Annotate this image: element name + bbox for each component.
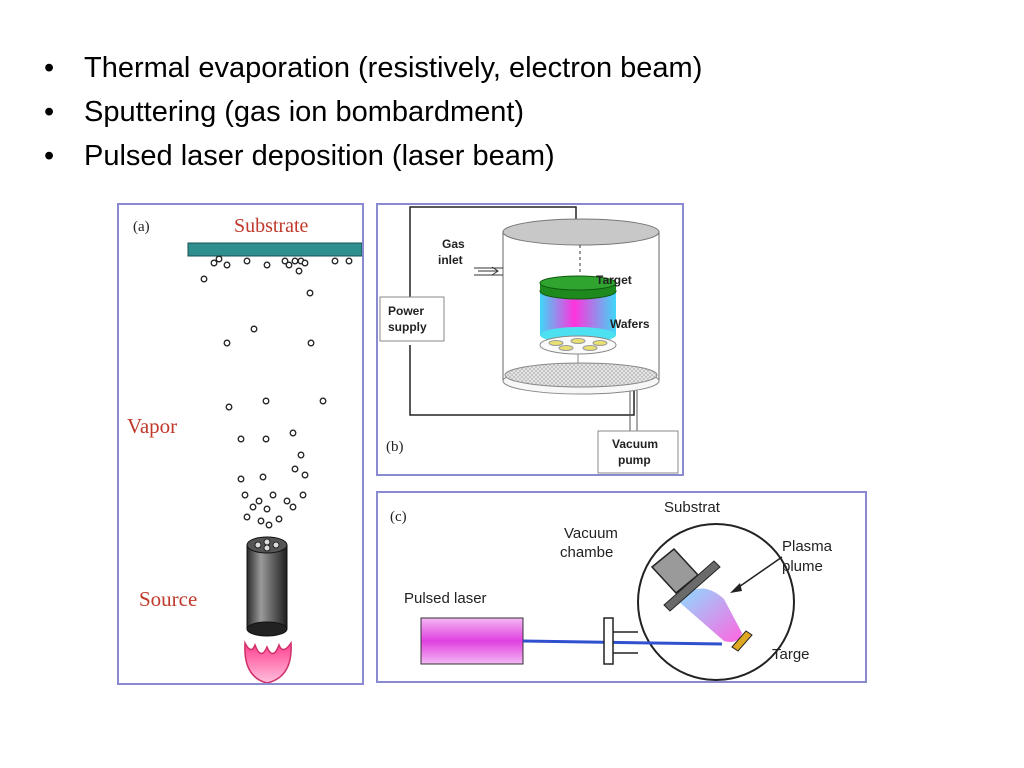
vapor-particle bbox=[331, 257, 339, 265]
substrate-label: Substrate bbox=[234, 215, 309, 237]
vapor-particle bbox=[259, 473, 267, 481]
plasma-plume bbox=[678, 588, 742, 642]
substrat-label: Substrat bbox=[664, 499, 721, 516]
vapor-particle bbox=[241, 491, 249, 499]
evaporation-panel: (a) Substrate Vapor Source bbox=[117, 203, 364, 685]
vapor-particle bbox=[283, 497, 291, 505]
vapor-particle bbox=[289, 429, 297, 437]
vapor-particle bbox=[306, 289, 314, 297]
vapor-particle bbox=[299, 491, 307, 499]
vapor-particle bbox=[345, 257, 353, 265]
target-label: Target bbox=[596, 273, 632, 287]
bullet-text: Thermal evaporation (resistively, electr… bbox=[84, 52, 703, 84]
sputter-target bbox=[539, 275, 617, 343]
bullet-item: • Pulsed laser deposition (laser beam) bbox=[44, 134, 702, 178]
source-label: Source bbox=[139, 587, 197, 611]
power-supply-label-line1: Power bbox=[388, 304, 424, 318]
vapor-particle bbox=[275, 515, 283, 523]
gas-inlet-label-line1: Gas bbox=[442, 237, 465, 251]
target-pellet bbox=[731, 630, 753, 652]
laser-beam bbox=[522, 639, 723, 646]
panel-b-tag: (b) bbox=[386, 439, 404, 455]
vapor-particle bbox=[210, 259, 218, 267]
flame-icon bbox=[244, 640, 292, 683]
vacuum-chamber-label-line2: chambe bbox=[560, 544, 613, 561]
vapor-particle bbox=[291, 257, 299, 265]
plume-pointer-line bbox=[735, 556, 783, 590]
bullet-dot: • bbox=[44, 140, 55, 172]
vacuum-chamber-label-line1: Vacuum bbox=[564, 525, 618, 542]
vapor-particle bbox=[200, 275, 208, 283]
bullet-item: • Sputtering (gas ion bombardment) bbox=[44, 90, 702, 134]
vapor-particle bbox=[301, 259, 309, 267]
vapor-particle bbox=[319, 397, 327, 405]
plume-pointer-arrow-icon bbox=[730, 583, 742, 593]
vapor-particle bbox=[223, 261, 231, 269]
vapor-particle bbox=[263, 505, 271, 513]
bullet-item: • Thermal evaporation (resistively, elect… bbox=[44, 46, 702, 90]
source-crucible bbox=[246, 536, 288, 637]
vapor-particle bbox=[223, 339, 231, 347]
bullet-text: Pulsed laser deposition (laser beam) bbox=[84, 140, 555, 172]
vapor-particle bbox=[289, 503, 297, 511]
vapor-particle bbox=[269, 491, 277, 499]
vapor-particle bbox=[307, 339, 315, 347]
vapor-particle bbox=[257, 517, 265, 525]
plasma-plume-label-line1: Plasma bbox=[782, 538, 833, 555]
vapor-particle bbox=[255, 497, 263, 505]
gas-inlet-arrow-icon bbox=[478, 266, 499, 276]
target-label: Targe bbox=[772, 646, 810, 663]
vapor-particle bbox=[237, 435, 245, 443]
vapor-particle bbox=[262, 397, 270, 405]
pulsed-laser-label: Pulsed laser bbox=[404, 590, 487, 607]
window-port bbox=[603, 617, 638, 665]
bullet-dot: • bbox=[44, 96, 55, 128]
substrate-plate bbox=[187, 242, 362, 257]
vapor-particle bbox=[297, 451, 305, 459]
vapor-particles bbox=[200, 255, 353, 529]
plasma-plume-label-line2: plume bbox=[782, 558, 823, 575]
evaporation-diagram: (a) Substrate Vapor Source bbox=[127, 215, 362, 683]
vapor-particle bbox=[249, 503, 257, 511]
vapor-label: Vapor bbox=[127, 414, 177, 438]
sputtering-panel: Gas inlet Target Wafers Power supply Vac… bbox=[376, 203, 684, 476]
vapor-particle bbox=[243, 257, 251, 265]
power-wire-bottom bbox=[409, 345, 635, 416]
panel-a-tag: (a) bbox=[133, 219, 150, 235]
vapor-particle bbox=[265, 521, 273, 529]
bullet-text: Sputtering (gas ion bombardment) bbox=[84, 96, 525, 128]
vapor-particle bbox=[263, 261, 271, 269]
vacuum-pump-box bbox=[597, 430, 679, 474]
bullet-list: • Thermal evaporation (resistively, elect… bbox=[44, 46, 702, 178]
vapor-particle bbox=[301, 471, 309, 479]
power-supply-box bbox=[379, 296, 445, 342]
vapor-particle bbox=[225, 403, 233, 411]
substrate-holder bbox=[650, 547, 721, 612]
vapor-particle bbox=[250, 325, 258, 333]
vacuum-pump-label-line1: Vacuum bbox=[612, 437, 658, 451]
pulsed-laser-box bbox=[420, 617, 524, 665]
power-supply-label-line2: supply bbox=[388, 320, 427, 334]
vapor-particle bbox=[262, 435, 270, 443]
pld-diagram: (c) Substrat Vacuum chambe Plasma plume … bbox=[390, 499, 833, 681]
vacuum-pump-label-line2: pump bbox=[618, 453, 651, 467]
vapor-particle bbox=[285, 261, 293, 269]
wafer-holder bbox=[539, 335, 617, 363]
vapor-particle bbox=[281, 257, 289, 265]
vapor-particle bbox=[291, 465, 299, 473]
vapor-particle bbox=[295, 267, 303, 275]
wafers-label: Wafers bbox=[610, 317, 650, 331]
power-wire-top bbox=[409, 206, 577, 317]
vapor-particle bbox=[243, 513, 251, 521]
panel-c-tag: (c) bbox=[390, 509, 407, 525]
sputtering-diagram: Gas inlet Target Wafers Power supply Vac… bbox=[379, 206, 679, 474]
vapor-particle bbox=[237, 475, 245, 483]
vacuum-chamber bbox=[502, 218, 660, 395]
bullet-dot: • bbox=[44, 52, 55, 84]
vapor-particle bbox=[215, 255, 223, 263]
gas-inlet-label-line2: inlet bbox=[438, 253, 463, 267]
pld-panel: (c) Substrat Vacuum chambe Plasma plume … bbox=[376, 491, 867, 683]
